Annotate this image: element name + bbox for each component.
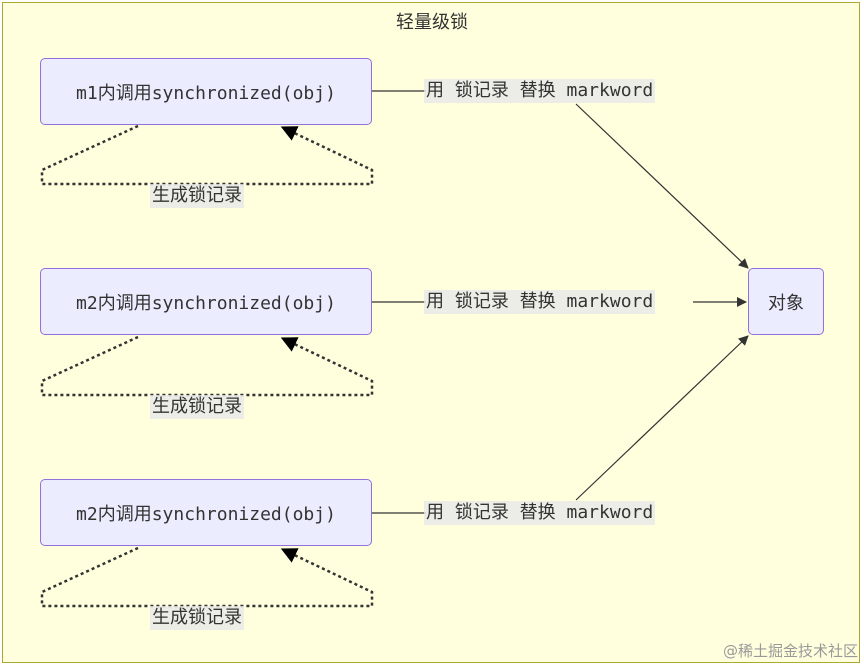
node-m2a[interactable]: m2内调用synchronized(obj) (40, 268, 372, 335)
loop-label-m1: 生成锁记录 (150, 184, 244, 208)
node-m2b[interactable]: m2内调用synchronized(obj) (40, 479, 372, 546)
node-m1[interactable]: m1内调用synchronized(obj) (40, 58, 372, 125)
loop-label-m2a: 生成锁记录 (150, 395, 244, 419)
edge-label-m2b: 用 锁记录 替换 markword (424, 501, 656, 525)
edge-label-m1: 用 锁记录 替换 markword (424, 79, 656, 103)
credit-text: @稀土掘金技术社区 (722, 642, 858, 660)
loop-label-m2b: 生成锁记录 (150, 606, 244, 630)
group-title: 轻量级锁 (396, 12, 468, 33)
edge-label-m2a: 用 锁记录 替换 markword (424, 290, 656, 314)
node-object[interactable]: 对象 (748, 268, 824, 335)
